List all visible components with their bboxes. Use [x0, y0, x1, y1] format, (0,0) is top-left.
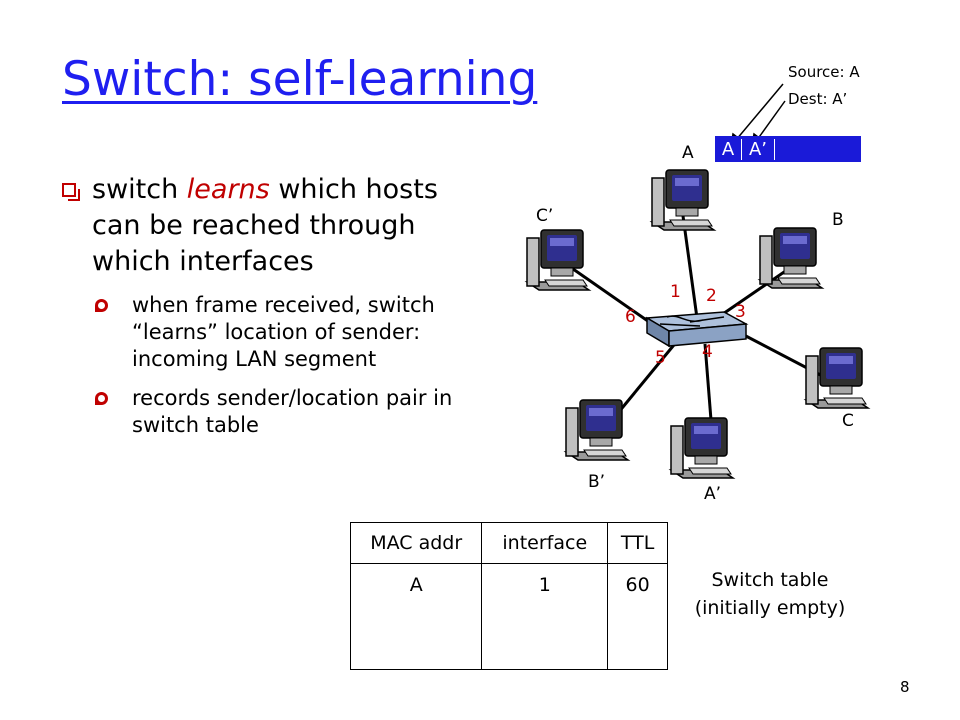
switch-icon	[644, 311, 749, 348]
column-header-mac: MAC addr	[349, 522, 483, 564]
port-4: 4	[702, 342, 713, 362]
sub-bullet-1: when frame received, switch “learns” loc…	[60, 292, 490, 373]
caption-line-2: (initially empty)	[694, 597, 846, 619]
cable-a	[681, 215, 699, 319]
port-6: 6	[625, 307, 636, 327]
host-label-b-prime: B’	[588, 472, 606, 492]
cell-interface: 1	[481, 563, 609, 670]
host-label-a: A	[682, 143, 694, 163]
column-header-ttl: TTL	[607, 522, 668, 564]
cables	[562, 215, 831, 431]
sub-bullet-1-text: when frame received, switch “learns” loc…	[132, 293, 435, 371]
bullet-marker-icon	[62, 183, 80, 201]
sub-bullet-marker-icon	[95, 392, 108, 405]
bullet-main-em: learns	[186, 174, 270, 205]
caption-line-1: Switch table	[711, 569, 829, 591]
cell-ttl: 60	[607, 563, 668, 670]
source-annotation: Source: A	[788, 63, 860, 81]
bullet-list: switch learns which hosts can be reached…	[60, 172, 490, 439]
bullet-main-pre: switch	[92, 174, 187, 205]
host-a-prime-computer-icon	[670, 417, 734, 479]
host-label-b: B	[832, 210, 844, 230]
frame-source-field: A	[715, 138, 742, 160]
column-header-interface: interface	[481, 522, 609, 564]
sub-bullet-marker-icon	[95, 299, 108, 312]
slide-title: Switch: self-learning	[62, 52, 538, 107]
port-5: 5	[655, 348, 666, 368]
cable-b	[716, 268, 788, 320]
bullet-main-post: which hosts can be reached through which…	[92, 174, 438, 277]
page-number: 8	[900, 678, 910, 696]
table-header-row: MAC addr interface TTL	[349, 522, 668, 564]
sub-bullet-2-text: records sender/location pair in switch t…	[132, 386, 453, 437]
switch-table: MAC addr interface TTL A 1 60	[349, 522, 668, 670]
host-c-computer-icon	[805, 347, 869, 409]
frame-dest-field: A’	[742, 138, 775, 160]
dest-annotation: Dest: A’	[788, 90, 848, 108]
cable-c-prime	[562, 260, 656, 328]
port-3: 3	[735, 302, 746, 322]
host-c-prime-computer-icon	[526, 229, 590, 291]
switch-table-caption: Switch table (initially empty)	[680, 566, 860, 622]
port-2: 2	[706, 286, 717, 306]
frame-header: A A’	[715, 136, 861, 162]
host-b-prime-computer-icon	[565, 399, 629, 461]
port-1: 1	[670, 282, 681, 302]
table-row: A 1 60	[349, 563, 668, 670]
host-label-a-prime: A’	[704, 484, 722, 504]
sub-bullet-2: records sender/location pair in switch t…	[60, 385, 490, 439]
host-a-computer-icon	[651, 169, 715, 231]
host-label-c: C	[842, 411, 854, 431]
host-label-c-prime: C’	[536, 206, 554, 226]
host-b-computer-icon	[759, 227, 823, 289]
cell-mac: A	[349, 563, 483, 670]
bullet-main: switch learns which hosts can be reached…	[60, 172, 490, 280]
cable-a-prime	[703, 343, 713, 421]
